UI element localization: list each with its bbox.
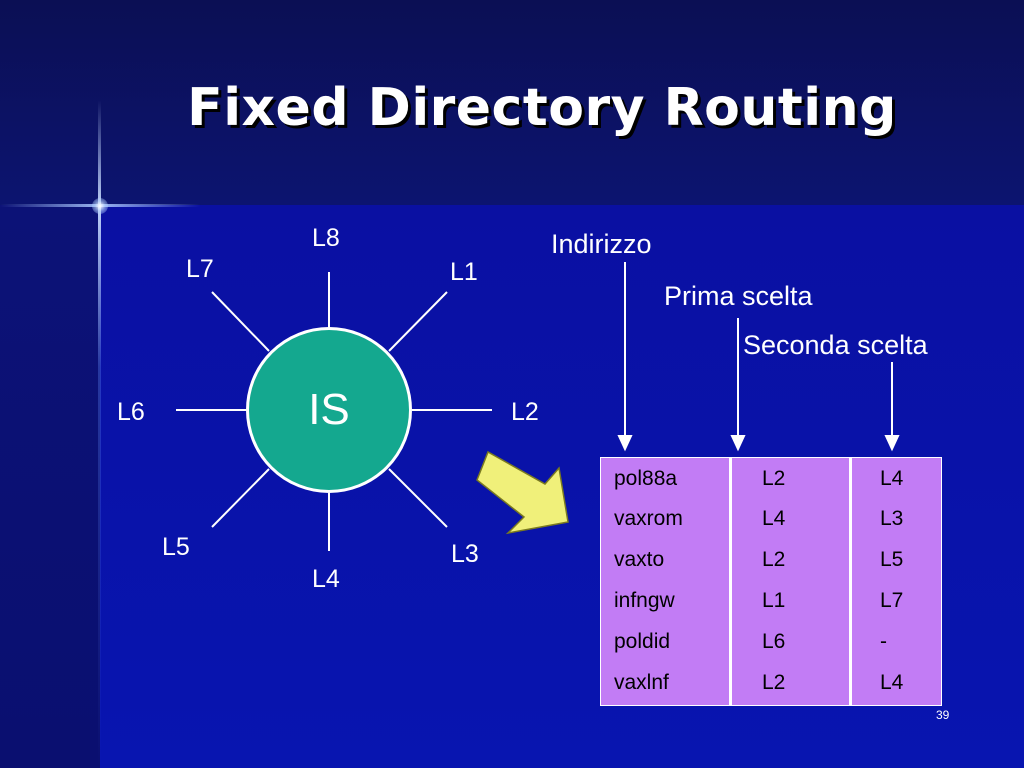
- line-label-l1: L1: [450, 258, 478, 286]
- arrow-second-choice-head: [884, 435, 900, 452]
- big-arrow-icon: [476, 450, 569, 535]
- table-cell-second: L5: [880, 548, 904, 571]
- slide-title: Fixed Directory Routing: [187, 78, 897, 138]
- table-cell-second: L4: [880, 671, 904, 694]
- table-cell-first: L4: [762, 507, 786, 530]
- table-cell-second: -: [880, 630, 887, 653]
- line-label-l5: L5: [162, 533, 190, 561]
- header-address: Indirizzo: [551, 229, 652, 259]
- table-cell-first: L1: [762, 589, 786, 612]
- header-second-choice: Seconda scelta: [743, 330, 928, 360]
- table-cell-address: pol88a: [614, 467, 678, 490]
- page-number: 39: [936, 708, 950, 722]
- table-cell-second: L7: [880, 589, 904, 612]
- routing-table: pol88a L2 L4 vaxrom L4 L3 vaxto L2 L5 in…: [600, 457, 942, 706]
- arrow-first-choice-head: [730, 435, 746, 452]
- table-cell-second: L3: [880, 507, 904, 530]
- spoke-l5: [211, 468, 270, 528]
- line-label-l3: L3: [451, 540, 479, 568]
- table-cell-address: vaxto: [614, 548, 665, 571]
- slide-header-background: [0, 0, 1024, 205]
- line-label-l6: L6: [117, 398, 145, 426]
- table-cell-first: L2: [762, 671, 786, 694]
- spoke-l7: [211, 291, 270, 352]
- line-label-l8: L8: [312, 224, 340, 252]
- line-label-l2: L2: [511, 398, 539, 426]
- table-cell-address: vaxlnf: [614, 671, 669, 694]
- table-cell-first: L2: [762, 467, 786, 490]
- column-divider: [849, 458, 852, 705]
- header-first-choice: Prima scelta: [664, 281, 813, 311]
- table-cell-second: L4: [880, 467, 904, 490]
- table-cell-first: L6: [762, 630, 786, 653]
- line-label-l4: L4: [312, 565, 340, 593]
- spoke-l3: [388, 468, 448, 528]
- arrow-address-head: [617, 435, 633, 452]
- line-label-l7: L7: [186, 255, 214, 283]
- is-hub-node: IS: [246, 327, 412, 493]
- table-cell-address: vaxrom: [614, 507, 683, 530]
- spoke-l1: [388, 291, 448, 352]
- slide-left-band: [0, 205, 100, 768]
- table-cell-first: L2: [762, 548, 786, 571]
- table-cell-address: infngw: [614, 589, 675, 612]
- table-cell-address: poldid: [614, 630, 671, 653]
- column-divider: [729, 458, 732, 705]
- light-flare-vertical: [98, 100, 101, 768]
- light-flare-center: [92, 198, 108, 214]
